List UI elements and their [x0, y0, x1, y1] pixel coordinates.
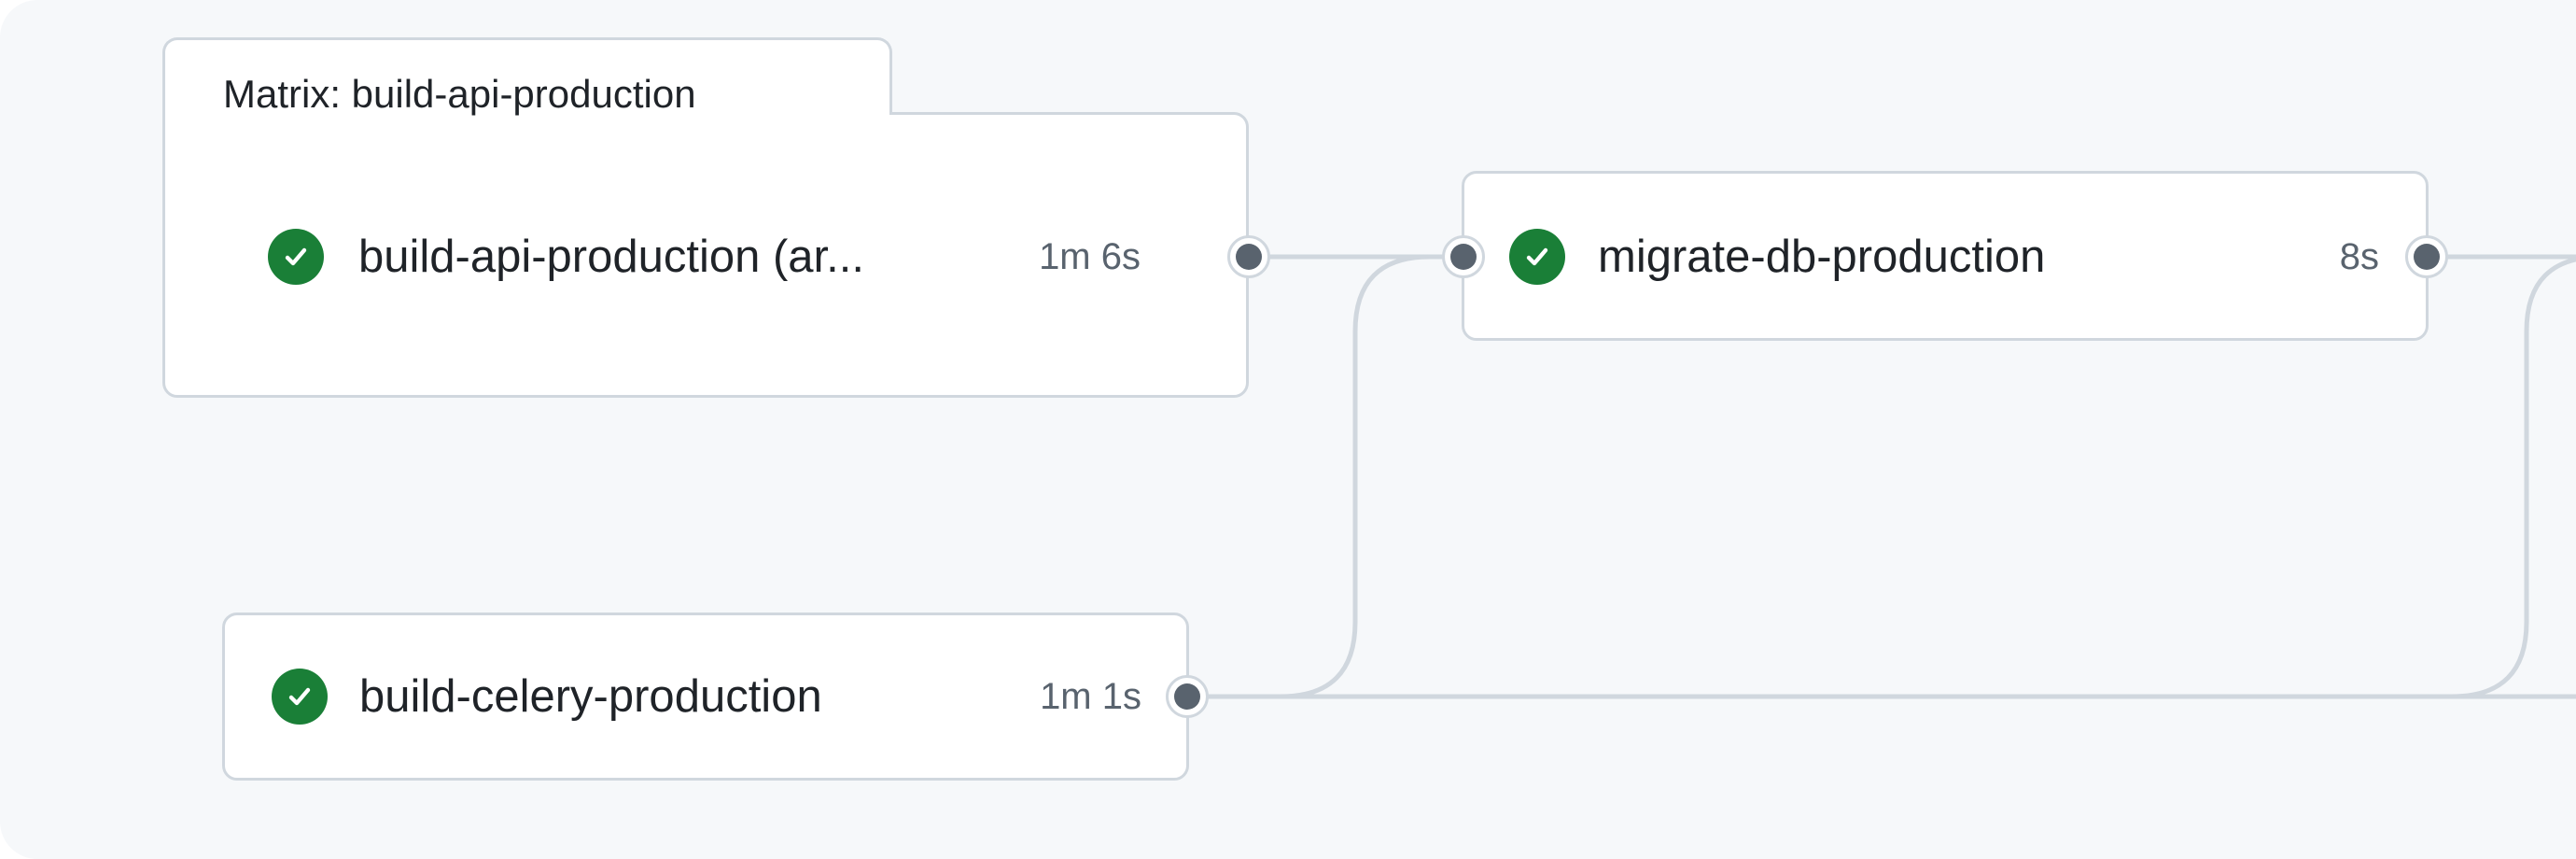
job-name: build-api-production (ar... — [358, 232, 865, 282]
matrix-group — [162, 112, 1249, 398]
matrix-label: Matrix: build-api-production — [223, 72, 696, 116]
output-port — [2405, 235, 2448, 278]
matrix-tab: Matrix: build-api-production — [162, 37, 892, 116]
job-build-celery-production[interactable]: build-celery-production 1m 1s — [222, 613, 1189, 781]
input-port — [1442, 235, 1485, 278]
success-check-icon — [1509, 229, 1565, 285]
job-name: migrate-db-production — [1598, 232, 2046, 282]
success-check-icon — [272, 669, 328, 725]
job-duration: 1m 1s — [1040, 676, 1141, 717]
success-check-icon — [268, 229, 324, 285]
edge-merge-to-next — [2451, 257, 2576, 699]
edge-celery-to-migrate — [1187, 254, 1463, 699]
output-port — [1227, 235, 1270, 278]
job-duration: 1m 6s — [1039, 236, 1141, 277]
job-name: build-celery-production — [359, 671, 822, 722]
job-duration: 8s — [2339, 236, 2379, 277]
job-migrate-db-production[interactable]: migrate-db-production 8s — [1462, 171, 2429, 341]
output-port — [1166, 675, 1209, 718]
job-build-api-production[interactable]: build-api-production (ar... 1m 6s — [243, 224, 1176, 289]
